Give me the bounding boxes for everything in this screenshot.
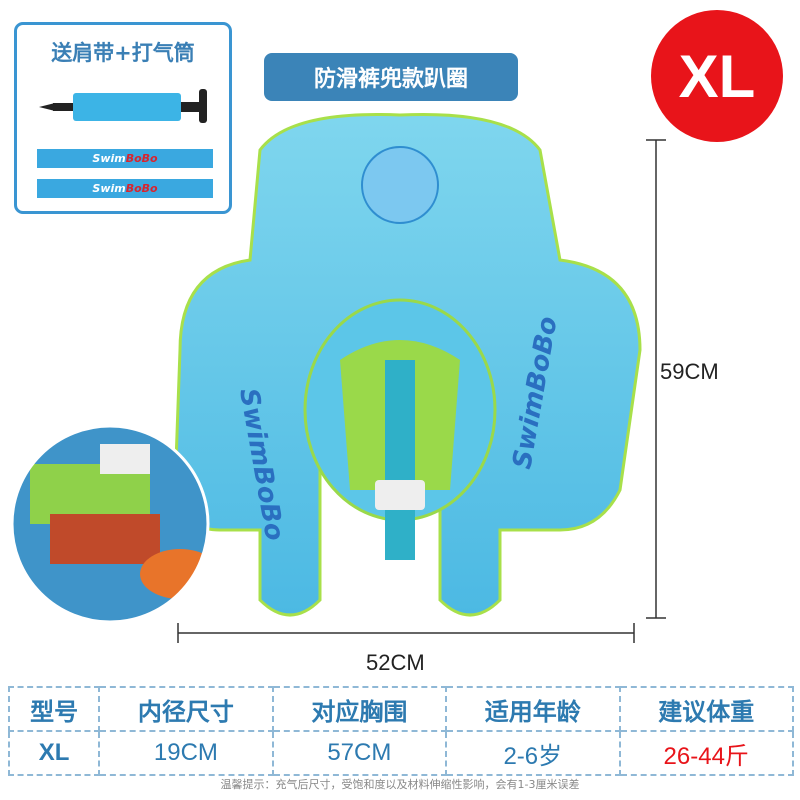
strap-brand-bobo: BoBo [125, 152, 158, 165]
height-dimension: 59CM [660, 359, 719, 384]
table-header: 内径尺寸 [98, 686, 274, 732]
size-table: 型号 内径尺寸 对应胸围 适用年龄 建议体重 XL 19CM 57CM 2-6岁… [7, 686, 794, 776]
strap-brand-swim: Swim [92, 152, 126, 165]
table-cell: XL [7, 730, 101, 776]
table-cell: 2-6岁 [445, 730, 621, 776]
detail-photo-inset [10, 424, 210, 624]
table-header: 型号 [7, 686, 101, 732]
table-cell: 57CM [271, 730, 448, 776]
product-title: 防滑裤兜款趴圈 [264, 53, 518, 101]
size-badge: XL [651, 10, 783, 142]
table-header: 适用年龄 [445, 686, 621, 732]
gift-title: 送肩带+打气筒 [51, 41, 195, 65]
swim-float-illustration: SwimBoBo SwimBoBo [173, 112, 642, 617]
strap-brand-bobo: BoBo [125, 182, 158, 195]
table-row: XL 19CM 57CM 2-6岁 26-44斤 [7, 730, 794, 776]
width-dimension: 52CM [366, 650, 425, 675]
table-header-row: 型号 内径尺寸 对应胸围 适用年龄 建议体重 [7, 686, 794, 732]
air-pump-icon [39, 89, 207, 123]
note: 温馨提示：充气后尺寸，受饱和度以及材料伸缩性影响，会有1-3厘米误差 [220, 778, 580, 791]
table-header: 对应胸围 [271, 686, 448, 732]
table-cell: 19CM [98, 730, 274, 776]
strap-brand-swim: Swim [92, 182, 126, 195]
table-cell: 26-44斤 [618, 730, 794, 776]
dolphin-logo-icon [361, 146, 439, 224]
table-header: 建议体重 [618, 686, 794, 732]
dimension-lines [177, 139, 666, 643]
buckle-icon [375, 480, 425, 510]
